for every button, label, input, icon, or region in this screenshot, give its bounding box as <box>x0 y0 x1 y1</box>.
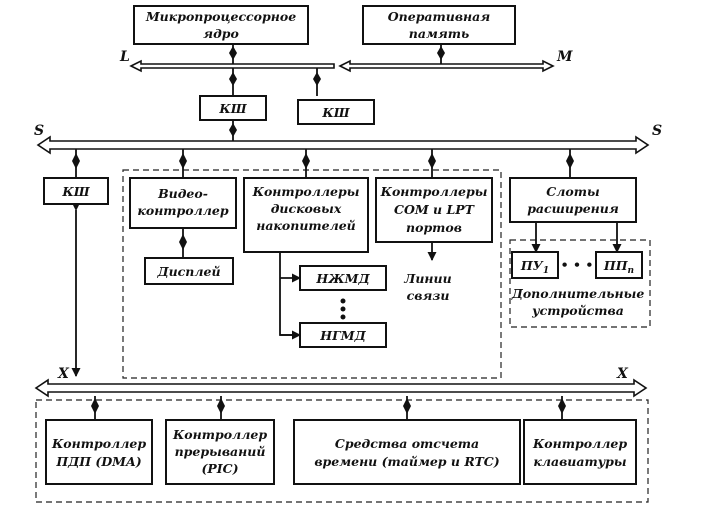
block-interrupt-controller: Контроллер прерываний (PIC) <box>165 419 275 485</box>
svg-text:устройства: устройства <box>531 303 624 318</box>
svg-text:Контроллеры: Контроллеры <box>380 184 488 199</box>
block-com-lpt-controllers: Контроллеры COM и LPT портов <box>375 177 493 243</box>
extra-devices-group <box>509 239 651 328</box>
block-bus-controller-3: КШ <box>43 177 109 205</box>
svg-text:Слоты: Слоты <box>546 184 600 199</box>
drive-dot <box>340 314 346 320</box>
svg-text:ядро: ядро <box>203 26 239 41</box>
connector-diamond <box>179 234 187 250</box>
disk-to-drives <box>279 252 300 336</box>
device-n-subscript: n <box>628 266 635 276</box>
bus-x-label-left: X <box>57 366 70 382</box>
svg-text:Контроллеры: Контроллеры <box>252 184 360 199</box>
connector-diamond <box>179 153 187 169</box>
connector-diamond <box>91 398 99 414</box>
svg-text:времени (таймер и RTC): времени (таймер и RTC) <box>314 454 499 469</box>
block-display: Дисплей <box>144 257 234 285</box>
block-bus-controller-2: КШ <box>297 99 375 125</box>
bus-s-label-left: S <box>34 123 44 139</box>
svg-text:контроллер: контроллер <box>137 203 228 218</box>
svg-text:Оперативная: Оперативная <box>388 9 491 24</box>
label-extra-devices: Дополнительные устройства <box>511 286 645 318</box>
connector-diamond <box>72 153 80 169</box>
block-dma-controller: Контроллер ПДП (DMA) <box>45 419 153 485</box>
block-bus-controller-1: КШ <box>199 95 267 121</box>
bus-x-label-right: X <box>616 366 629 382</box>
connector-diamond <box>403 398 411 414</box>
svg-text:КШ: КШ <box>321 105 350 120</box>
block-fdd: НГМД <box>299 322 387 348</box>
bus-m-label: M <box>556 49 573 65</box>
block-expansion-slots: Слоты расширения <box>509 177 637 223</box>
svg-text:связи: связи <box>407 288 450 303</box>
svg-text:Микропроцессорное: Микропроцессорное <box>145 9 296 24</box>
connector-diamond <box>302 153 310 169</box>
connector-diamond <box>229 72 237 86</box>
connector-diamond <box>558 398 566 414</box>
svg-text:Дисплей: Дисплей <box>156 264 220 279</box>
svg-text:ПДП (DMA): ПДП (DMA) <box>55 454 141 469</box>
block-timers: Средства отсчета времени (таймер и RTC) <box>293 419 521 485</box>
block-ram: Оперативная память <box>362 5 516 45</box>
svg-text:Средства отсчета: Средства отсчета <box>335 436 479 451</box>
bus-s <box>36 135 650 155</box>
system-controllers-group <box>35 399 649 503</box>
bus-l <box>129 59 335 73</box>
connector-diamond <box>437 46 445 60</box>
bus-m <box>338 59 555 73</box>
block-cpu-core: Микропроцессорное ядро <box>133 5 309 45</box>
svg-text:(PIC): (PIC) <box>201 461 238 476</box>
svg-text:КШ: КШ <box>61 184 90 199</box>
svg-text:накопителей: накопителей <box>256 218 356 233</box>
svg-text:КШ: КШ <box>218 101 247 116</box>
block-video-controller: Видео- контроллер <box>129 177 237 229</box>
drive-dot <box>340 298 346 304</box>
peripheral-controllers-group <box>122 169 502 379</box>
svg-text:портов: портов <box>406 220 462 235</box>
svg-text:Видео-: Видео- <box>157 186 208 201</box>
drive-dot <box>340 306 346 312</box>
svg-text:ПУ1: ПУ1 <box>520 258 549 276</box>
connector-diamond <box>566 153 574 169</box>
svg-text:дисковых: дисковых <box>271 201 342 216</box>
svg-text:Дополнительные: Дополнительные <box>511 286 645 301</box>
label-comm-lines: Линии связи <box>403 271 451 303</box>
svg-text:НГМД: НГМД <box>319 328 366 343</box>
connector-diamond <box>428 153 436 169</box>
svg-text:ППn: ППn <box>603 258 634 276</box>
svg-text:Контроллер: Контроллер <box>532 436 627 451</box>
connector-diamond <box>229 123 237 137</box>
bus-l-label: L <box>119 49 130 65</box>
svg-text:НЖМД: НЖМД <box>315 271 370 286</box>
block-hdd: НЖМД <box>299 265 387 291</box>
svg-text:Контроллер: Контроллер <box>51 436 146 451</box>
connector-diamond <box>313 72 321 86</box>
block-device-1: ПУ1 <box>511 251 559 279</box>
block-disk-controllers: Контроллеры дисковых накопителей <box>243 177 369 253</box>
block-keyboard-controller: Контроллер клавиатуры <box>523 419 637 485</box>
devices-ellipsis: • • • <box>561 257 594 272</box>
connector-diamond <box>217 398 225 414</box>
device-1-subscript: 1 <box>543 266 549 276</box>
svg-text:COM и LPT: COM и LPT <box>394 202 476 217</box>
svg-text:расширения: расширения <box>527 201 619 216</box>
svg-text:прерываний: прерываний <box>175 444 266 459</box>
bus-x <box>34 378 648 398</box>
svg-text:Линии: Линии <box>403 271 451 286</box>
connector-diamond <box>229 46 237 60</box>
svg-text:память: память <box>409 26 470 41</box>
svg-text:клавиатуры: клавиатуры <box>533 454 627 469</box>
block-device-n: ППn <box>595 251 643 279</box>
svg-text:Контроллер: Контроллер <box>172 427 267 442</box>
bus-s-label-right: S <box>652 123 662 139</box>
